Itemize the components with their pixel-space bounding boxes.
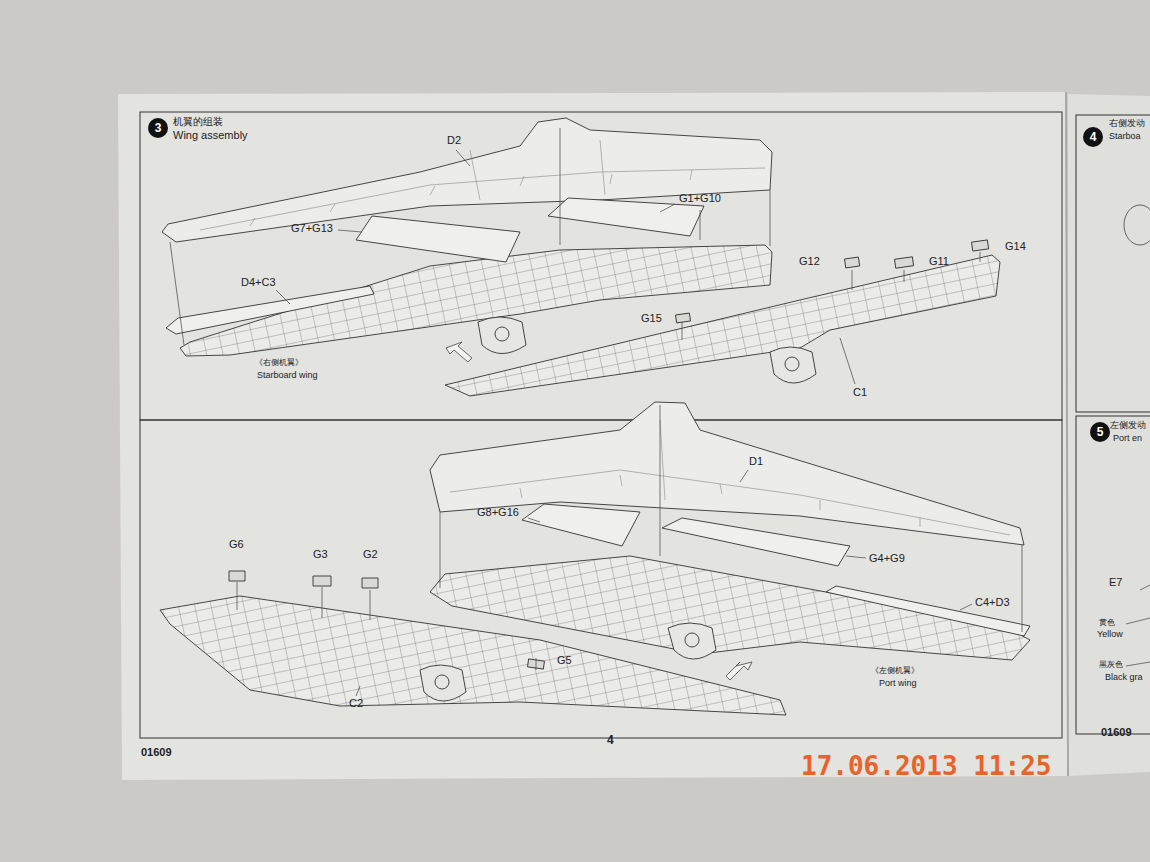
part-number: G3 [312,548,329,561]
wing-caption: 《左侧机翼》 [870,666,920,675]
leader-line [456,150,470,166]
step-number-text: 3 [155,122,162,134]
date-stamp: 17.06.2013 11:25 [800,752,1052,782]
wing-caption: Starboard wing [256,370,319,380]
upper-wing-part [430,402,1024,545]
lower-wing-part [445,255,1000,396]
wing-caption: Port wing [878,678,918,688]
small-part [229,571,245,581]
paper-page [118,92,1068,780]
wheel-well [478,317,526,354]
part-number: D4+C3 [240,276,277,289]
wheel-well [668,623,716,659]
step-title: 右侧发动 [1108,118,1146,128]
step-number: 3 [148,118,168,138]
step-number-text: 5 [1097,426,1104,438]
small-part [313,576,331,586]
wheel-well [495,327,509,341]
step-title: Starboa [1108,131,1142,141]
part-number: G5 [556,654,573,667]
part-number: D2 [446,134,462,147]
leader-line [276,290,290,304]
small-part [362,578,378,588]
page-fold [1066,92,1068,776]
leader-line [338,230,362,232]
leader-line [660,204,675,212]
color-name: 黄色 [1098,618,1116,627]
aileron-part [826,586,1030,636]
alignment-line [170,128,770,345]
part-number: C4+D3 [974,596,1011,609]
step-number: 5 [1090,422,1110,442]
wheel-well [420,665,466,701]
part-number: D1 [748,455,764,468]
wing-caption: 《右侧机翼》 [254,358,304,367]
engine-part [1124,205,1150,245]
step-title: 机翼的组装 [172,116,224,128]
step-number-text: 4 [1090,131,1097,143]
part-number: G12 [798,255,821,268]
lower-wing-part [160,596,786,715]
flap-part [356,216,520,262]
wheel-well [770,347,816,383]
leader-line [682,252,980,340]
small-part [972,240,989,251]
leader-line [846,556,866,558]
part-number: G15 [640,312,663,325]
part-number: G11 [928,255,950,268]
part-number: E7 [1108,576,1123,589]
part-number: G4+G9 [868,552,906,565]
paper-page [1068,94,1150,776]
wheel-well [685,633,699,647]
leader-line [840,338,855,384]
step-number: 4 [1083,127,1103,147]
kit-number: 01609 [140,746,173,759]
direction-arrow [726,662,752,680]
part-number: G7+G13 [290,222,334,235]
part-number: G1+G10 [678,192,722,205]
leader-line [356,686,360,696]
leader-line [960,604,972,610]
step-panel [140,112,1062,420]
part-number: G8+G16 [476,506,520,519]
step-title: 左侧发动 [1109,420,1147,430]
part-number: C2 [348,697,364,710]
color-name: Black gra [1104,672,1144,682]
part-number: G2 [362,548,379,561]
leader-line [528,518,540,522]
part-number: C1 [852,386,868,399]
direction-arrow [446,342,472,362]
flap-part [522,504,640,546]
step-panel [1076,115,1150,412]
part-number: G14 [1004,240,1027,253]
wheel-well [785,357,799,371]
color-name: Yellow [1096,629,1124,639]
step-title: Wing assembly [172,129,249,142]
kit-number: 01609 [1100,726,1133,739]
aileron-part [166,286,374,334]
small-part [845,257,860,268]
color-name: 黑灰色 [1098,660,1124,669]
flap-part [662,518,850,566]
small-part [676,313,691,323]
step-panel [1076,416,1150,734]
upper-wing-part [162,118,772,242]
leader-line [1126,585,1150,666]
page-number: 4 [606,734,615,748]
small-part [895,257,914,268]
wheel-well [435,675,449,689]
leader-line [740,470,748,482]
leader-line [237,582,536,670]
alignment-line [440,405,1022,632]
part-number: G6 [228,538,245,551]
step-title: Port en [1112,433,1143,443]
